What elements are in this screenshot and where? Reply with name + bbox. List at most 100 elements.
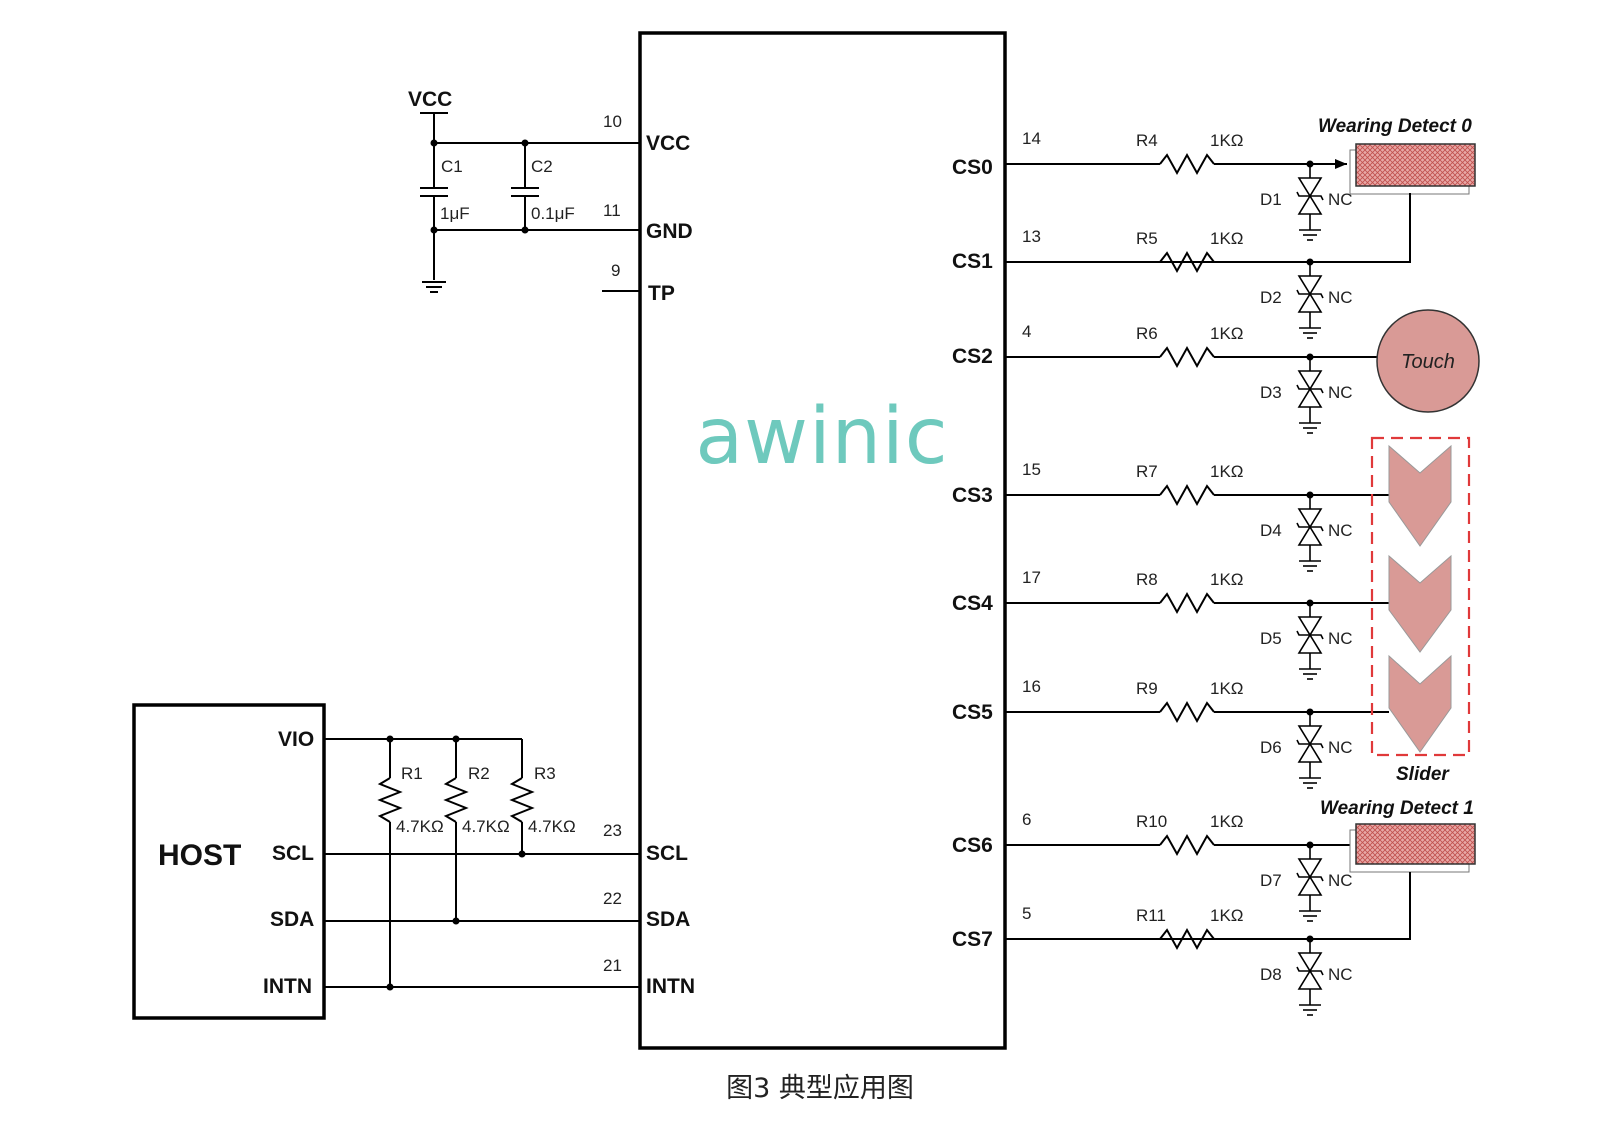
cs3-diode-icon-lower: [1297, 525, 1323, 546]
cs4-diode-icon: [1297, 616, 1323, 637]
cs6-resistor: [1159, 833, 1215, 857]
slider-outline: [1370, 436, 1471, 757]
cs1-diode-icon-lower: [1297, 292, 1323, 313]
chip-body: [638, 31, 1007, 1050]
pin-cs1-label: CS1: [952, 250, 993, 273]
cs1-resistor-ref: R5: [1136, 229, 1158, 248]
cs3-resistor-value: 1KΩ: [1210, 462, 1244, 481]
slider-segment-2: [1388, 554, 1452, 653]
pin-cs5-label: CS5: [952, 701, 993, 724]
cs2-diode-ref: D3: [1260, 383, 1282, 402]
cs2-nc-label: NC: [1328, 383, 1353, 402]
r3-value: 4.7KΩ: [528, 817, 576, 836]
cs4-nc-label: NC: [1328, 629, 1353, 648]
pin-num-23: 23: [603, 821, 622, 840]
cs0-diode-icon: [1297, 177, 1323, 198]
cs7-resistor-ref: R11: [1136, 906, 1166, 925]
cs0-resistor-value: 1KΩ: [1210, 131, 1244, 150]
wear0-electrode: [1355, 143, 1476, 187]
cs5-resistor-value: 1KΩ: [1210, 679, 1244, 698]
pin-cs7-label: CS7: [952, 928, 993, 951]
cs2-diode-icon: [1297, 370, 1323, 391]
cs5-resistor-ref: R9: [1136, 679, 1158, 698]
cs1-resistor: [1159, 250, 1215, 274]
cs5-pin-number: 16: [1022, 677, 1041, 696]
cs1-diode-bar: [1296, 289, 1324, 299]
cs6-diode-ref: D7: [1260, 871, 1282, 890]
c2-ref: C2: [531, 157, 553, 176]
pin-intn-label: INTN: [646, 975, 695, 998]
cs1-pin-number: 13: [1022, 227, 1041, 246]
touch-electrode: [1376, 309, 1480, 413]
pin-tp-label: TP: [648, 282, 675, 305]
vcc-supply-label: VCC: [408, 88, 452, 111]
cs4-resistor-ref: R8: [1136, 570, 1158, 589]
cs0-nc-label: NC: [1328, 190, 1353, 209]
cs6-diode-bar: [1296, 872, 1324, 882]
cs1-resistor-value: 1KΩ: [1210, 229, 1244, 248]
cs5-resistor: [1159, 700, 1215, 724]
cs6-diode-icon-lower: [1297, 875, 1323, 896]
cs2-pin-number: 4: [1022, 322, 1031, 341]
cs3-diode-icon: [1297, 508, 1323, 529]
cs1-nc-label: NC: [1328, 288, 1353, 307]
cs6-pin-number: 6: [1022, 810, 1031, 829]
r3-ref: R3: [534, 764, 556, 783]
pin-cs4-label: CS4: [952, 592, 993, 615]
cs3-resistor-ref: R7: [1136, 462, 1158, 481]
pin-gnd-label: GND: [646, 220, 693, 243]
cs0-resistor: [1159, 152, 1215, 176]
slider-segment-3: [1388, 654, 1452, 753]
r1-value: 4.7KΩ: [396, 817, 444, 836]
awinic-logo: awinic: [695, 392, 948, 482]
cs7-diode-bar: [1296, 966, 1324, 976]
host-box: [132, 703, 326, 1020]
cs4-pin-number: 17: [1022, 568, 1041, 587]
cs4-diode-bar: [1296, 630, 1324, 640]
pin-cs6-label: CS6: [952, 834, 993, 857]
cs6-nc-label: NC: [1328, 871, 1353, 890]
cs2-diode-bar: [1296, 384, 1324, 394]
wear1-electrode: [1355, 823, 1476, 865]
touch-label: Touch: [1401, 351, 1455, 373]
pin-vcc-label: VCC: [646, 132, 690, 155]
host-pin-sda: SDA: [270, 908, 314, 931]
cs1-diode-icon: [1297, 275, 1323, 296]
cs6-diode-icon: [1297, 858, 1323, 879]
cs7-nc-label: NC: [1328, 965, 1353, 984]
pin-num-10: 10: [603, 112, 622, 131]
slider-segment-1: [1388, 444, 1452, 547]
wear0-label: Wearing Detect 0: [1318, 116, 1472, 137]
cs2-resistor-value: 1KΩ: [1210, 324, 1244, 343]
cs6-resistor-value: 1KΩ: [1210, 812, 1244, 831]
cs0-pin-number: 14: [1022, 129, 1041, 148]
pin-num-21: 21: [603, 956, 622, 975]
pin-num-22: 22: [603, 889, 622, 908]
cs0-resistor-ref: R4: [1136, 131, 1158, 150]
cs5-nc-label: NC: [1328, 738, 1353, 757]
cs7-resistor-value: 1KΩ: [1210, 906, 1244, 925]
cs0-arrow-icon: [1335, 159, 1347, 169]
cs6-resistor-ref: R10: [1136, 812, 1167, 831]
r2-ref: R2: [468, 764, 490, 783]
cs3-diode-bar: [1296, 522, 1324, 532]
c1-value: 1μF: [440, 204, 470, 223]
cs7-diode-icon-lower: [1297, 969, 1323, 990]
cs3-nc-label: NC: [1328, 521, 1353, 540]
cs2-resistor-ref: R6: [1136, 324, 1158, 343]
figure-caption: 图3 典型应用图: [726, 1073, 914, 1104]
host-pin-scl: SCL: [272, 842, 314, 865]
cs5-diode-icon: [1297, 725, 1323, 746]
host-pin-vio: VIO: [278, 728, 314, 751]
host-title: HOST: [158, 839, 241, 872]
pin-sda-label: SDA: [646, 908, 690, 931]
cs5-diode-ref: D6: [1260, 738, 1282, 757]
pin-cs2-label: CS2: [952, 345, 993, 368]
pin-cs0-label: CS0: [952, 156, 993, 179]
cs0-diode-ref: D1: [1260, 190, 1282, 209]
r2-value: 4.7KΩ: [462, 817, 510, 836]
cs5-diode-icon-lower: [1297, 742, 1323, 763]
cs4-resistor: [1159, 591, 1215, 615]
